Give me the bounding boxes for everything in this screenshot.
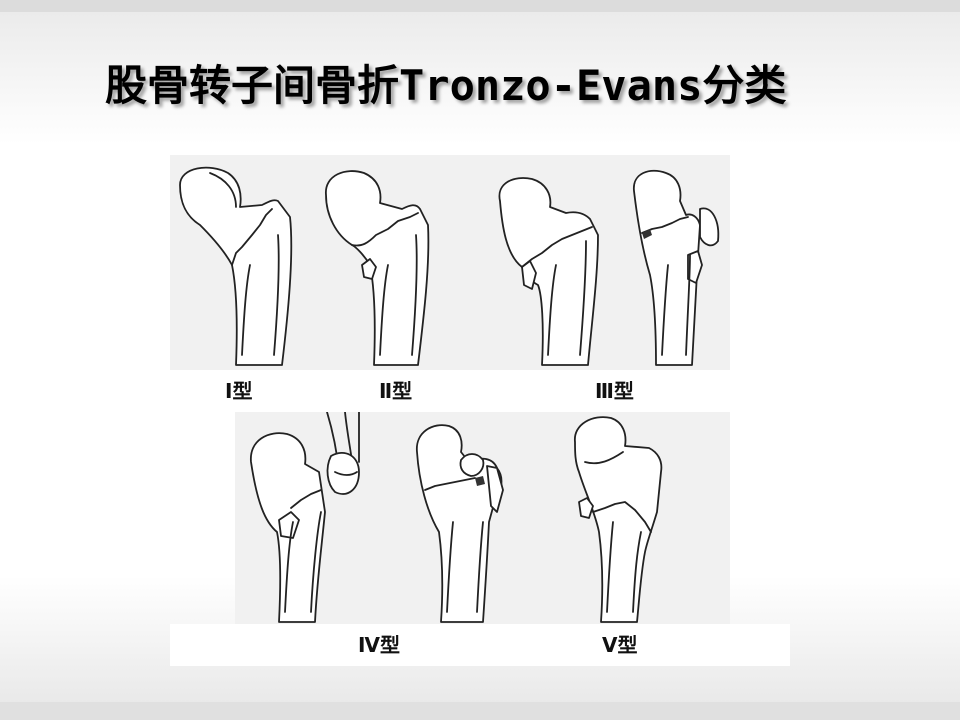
- slide-title: 股骨转子间骨折Tronzo-Evans分类: [105, 61, 787, 110]
- label-bar-row-2: Ⅳ型 Ⅴ型: [170, 624, 790, 666]
- type-3-label: Ⅲ型: [595, 379, 634, 403]
- type-1-label: Ⅰ型: [225, 379, 253, 403]
- label-bar-row-1: Ⅰ型 Ⅱ型 Ⅲ型: [163, 370, 781, 412]
- femur-type-4a-drawing: [250, 412, 360, 623]
- femur-type-2-drawing: [325, 170, 430, 366]
- figure-panel-row-1: [170, 155, 730, 370]
- type-2-label: Ⅱ型: [379, 379, 413, 403]
- type-4-label: Ⅳ型: [358, 633, 400, 657]
- femur-type-5-drawing: [574, 416, 663, 623]
- type-5-label: Ⅴ型: [602, 633, 638, 657]
- femur-type-1-drawing: [179, 166, 293, 366]
- femur-type-4b-drawing: [416, 424, 504, 623]
- bottom-band: [0, 702, 960, 720]
- femur-type-3b-drawing: [633, 169, 720, 366]
- femur-type-3a-drawing: [498, 177, 599, 366]
- figure-panel-row-2: [235, 412, 730, 624]
- top-band: [0, 0, 960, 12]
